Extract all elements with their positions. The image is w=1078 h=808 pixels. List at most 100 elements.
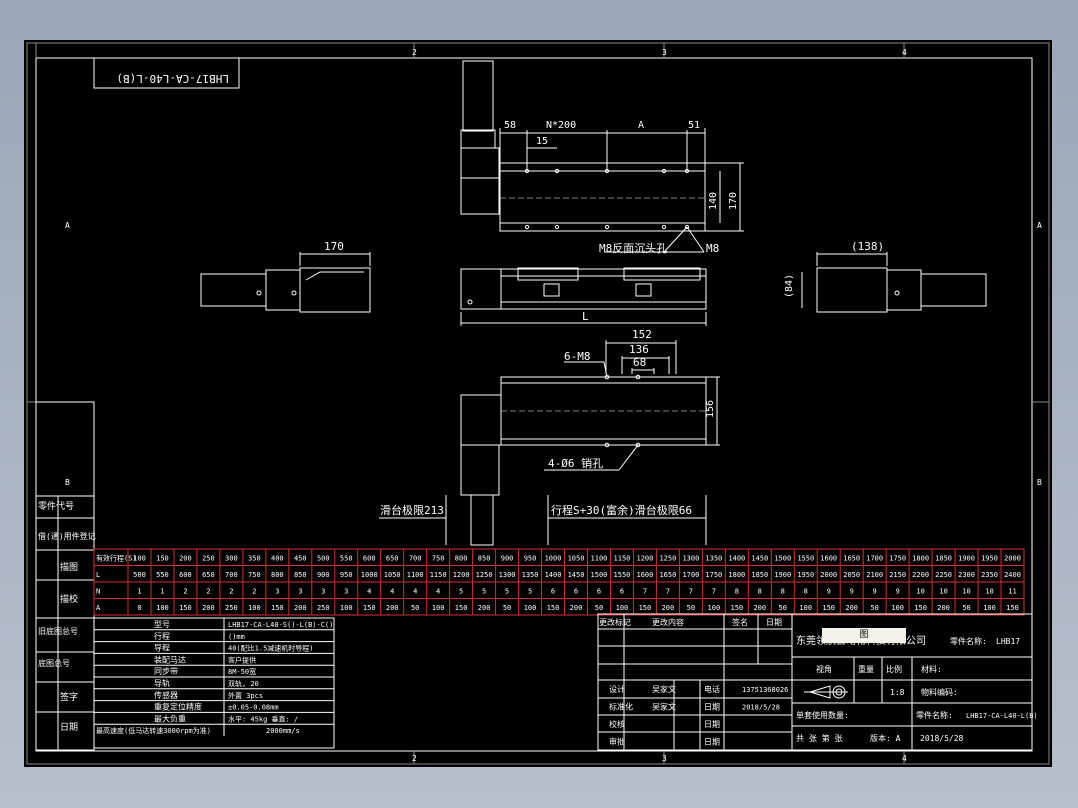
stroke-cell: 850 [478,555,491,563]
dim-l: L [582,310,589,323]
stroke-cell: 6 [597,588,601,596]
stroke-cell: 9 [827,588,831,596]
scale-label: 比例 [886,664,902,674]
stroke-cell: 9 [873,588,877,596]
stroke-cell: 2 [206,588,210,596]
stroke-cell: 7 [666,588,670,596]
stroke-cell: 8 [735,588,739,596]
stroke-cell: 3 [298,588,302,596]
stroke-cell: 1400 [728,555,745,563]
dim-170-vert: 170 [728,192,739,210]
stroke-cell: 2000 [820,571,837,579]
stroke-cell: 100 [799,604,812,612]
sign-role: 设计 [609,684,625,694]
stroke-cell: 1200 [453,571,470,579]
spec-key: 重复定位精度 [154,702,202,712]
stroke-row-label: N [96,588,100,596]
revision-table: 更改标记 更改内容 签名 日期 [597,613,793,751]
stroke-cell: 400 [271,555,284,563]
stroke-cell: 2400 [1004,571,1021,579]
left-label-column: 零件代号 借(通)用件登记 描图 描校 旧底图总号 底图总号 签字 日期 [35,401,96,751]
stroke-cell: 4 [436,588,440,596]
stroke-cell: 4 [390,588,394,596]
stroke-cell: 5 [459,588,463,596]
stroke-cell: 600 [179,571,192,579]
stroke-cell: 1800 [912,555,929,563]
stroke-cell: 50 [687,604,695,612]
stroke-cell: 1650 [659,571,676,579]
stroke-cell: 1950 [981,555,998,563]
stroke-cell: 1100 [407,571,424,579]
cad-drawing: 2 3 4 2 3 4 A A B B LHB17-CA-L40-L(B) 零件… [26,42,1050,765]
material-label: 材料: [921,664,942,674]
sign-key: 电话 [704,684,720,694]
stroke-cell: 2 [229,588,233,596]
stroke-cell: 1250 [476,571,493,579]
stroke-cell: 1450 [568,571,585,579]
stroke-cell: 500 [317,555,330,563]
stroke-cell: 4 [413,588,417,596]
stroke-cell: 650 [386,555,399,563]
left-side-view: 170 [200,240,371,313]
unit-qty-label: 单套使用数量: [796,710,849,720]
dim-152: 152 [632,328,652,341]
zone-col-3-bottom: 3 [662,754,667,763]
stroke-cell: 9 [896,588,900,596]
stroke-cell: 10 [939,588,947,596]
bottom-view: 152 136 68 6-M8 156 4-Ø6 销孔 滑台极限213 行程S+… [379,328,720,546]
stroke-cell: 150 [730,604,743,612]
view-label: 视角 [816,664,832,674]
top-view: 58 N*200 A 51 15 140 170 M8反面沉头孔 M8 [460,60,744,255]
stroke-cell: 0 [137,604,141,612]
spec-value: 双轨, 20 [228,679,259,688]
stroke-cell: 1800 [728,571,745,579]
stroke-cell: 2300 [958,571,975,579]
rev-date-header: 日期 [766,618,782,627]
drawing-number-box [93,57,240,89]
sign-value: 2018/5/28 [742,704,780,712]
stroke-cell: 50 [595,604,603,612]
stroke-cell: 50 [503,604,511,612]
stroke-cell: 100 [248,604,261,612]
stroke-cell: 1950 [797,571,814,579]
spec-value: 8M-50宽 [228,667,256,676]
stroke-cell: 6 [551,588,555,596]
spec-key: 导轨 [154,678,170,688]
stroke-cell: 150 [156,555,169,563]
label-trace-check: 描校 [60,593,78,605]
label-base-no: 底图总号 [38,658,70,668]
zone-col-4: 4 [902,48,907,57]
stroke-cell: 200 [179,555,192,563]
spec-value: 客户提供 [228,655,256,664]
stroke-cell: 1600 [636,571,653,579]
label-sign: 签字 [60,691,78,703]
stroke-cell: 150 [914,604,927,612]
stroke-cell: 1000 [361,571,378,579]
stroke-cell: 600 [363,555,376,563]
rev-content-header: 更改内容 [652,617,684,627]
weight-label: 重量 [858,664,874,674]
stroke-cell: 900 [317,571,330,579]
stroke-cell: 1550 [797,555,814,563]
stroke-cell: 50 [870,604,878,612]
note-pin-holes: 4-Ø6 销孔 [548,456,603,470]
stroke-cell: 1750 [889,555,906,563]
stroke-cell: 1200 [636,555,653,563]
dim-n200: N*200 [546,120,576,131]
dim-15: 15 [536,136,548,147]
stroke-cell: 3 [321,588,325,596]
sign-name: 吴家文 [652,702,676,712]
sign-name: 吴家文 [652,684,676,694]
part-no: LHB17-CA-L40-L(B) [966,712,1038,720]
stroke-cell: 150 [547,604,560,612]
dim-68: 68 [633,356,646,369]
stroke-cell: 200 [386,604,399,612]
part-name: LHB17 [996,637,1020,646]
note-slide-limit-213: 滑台极限213 [380,503,444,517]
title-block: 东莞领航自动化科技有限公司 零件名称: LHB17 视角 重量 比例 材料: 1… [791,613,1038,751]
spec-value: 40(配比1.5减速机时导程) [228,644,314,653]
stroke-cell: 250 [317,604,330,612]
stroke-cell: 1850 [935,555,952,563]
zone-col-4-bottom: 4 [902,754,907,763]
stroke-cell: 100 [156,604,169,612]
